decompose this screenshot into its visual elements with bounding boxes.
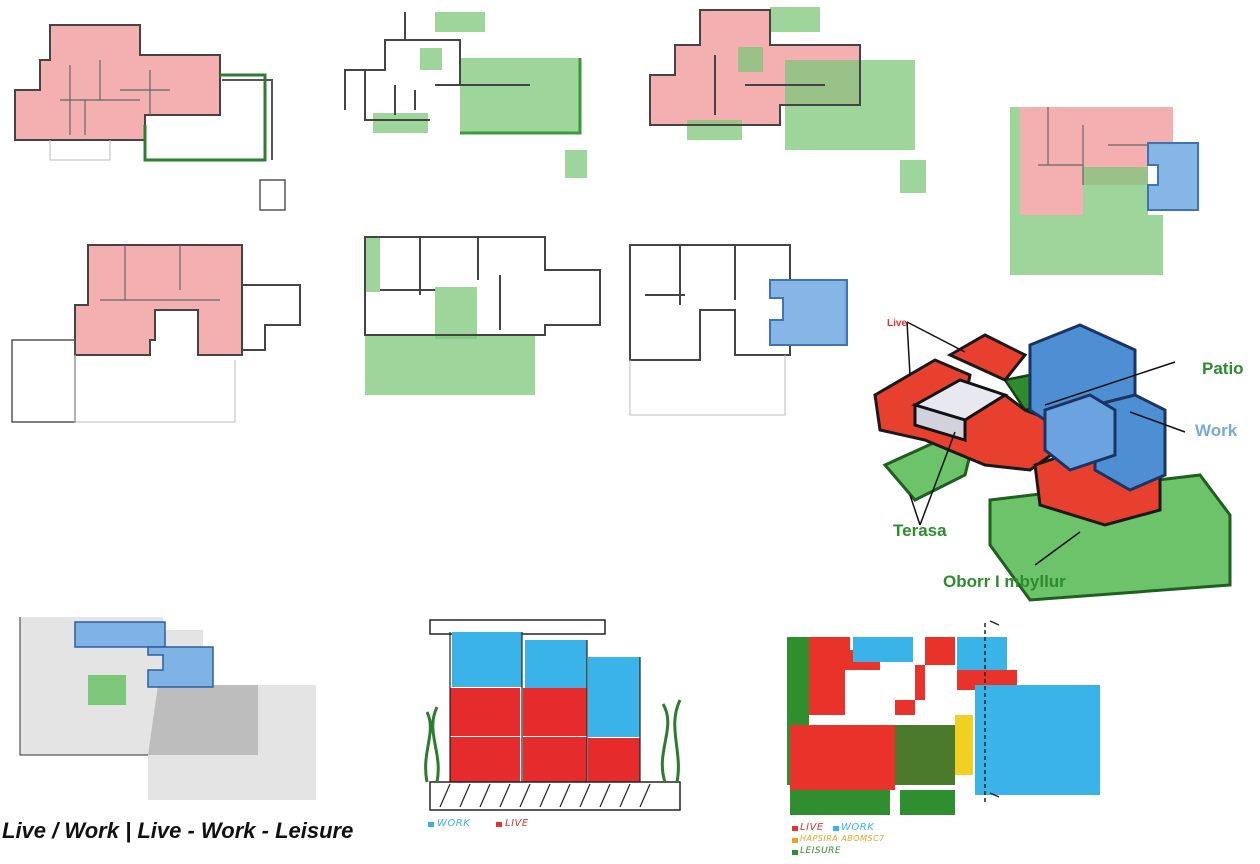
legend-plan-live: LIVE [800,822,824,833]
sketch-elevation: WORK LIVE [415,612,705,829]
axonometric-drawing [873,321,1232,602]
plan-gray [18,615,323,805]
plan-combined-1 [645,5,935,200]
legend-plan-work: WORK [841,822,875,833]
legend-plan-hapsira: HAPSIRA ABOMSC7 [800,834,885,843]
plan-leisure-1 [335,10,595,185]
label-oborr: Oborr I mbyllur [943,572,1066,591]
sketch-elevation-drawing [424,619,682,827]
sketch-plan: LIVE WORK HAPSIRA ABOMSC7 LEISURE [785,615,1125,864]
label-patio: Patio [1202,359,1244,378]
plan-live-1-drawing [14,24,286,211]
sketch-plan-drawing [787,620,1100,855]
plan-live-2-drawing [11,244,301,423]
label-live: Live [887,318,908,329]
plan-combined-1-drawing [649,7,926,193]
plan-gray-drawing [19,617,316,800]
plan-work-combined-drawing [1010,107,1199,275]
axonometric-diagram: Live Patio Work Terasa Oborr I mbyllur [865,300,1260,602]
plan-work-1 [625,240,855,420]
plan-leisure-2 [360,235,620,400]
label-work: Work [1195,421,1238,440]
legend-live: LIVE [505,818,529,829]
page-caption: Live / Work | Live - Work - Leisure [2,818,354,843]
plan-leisure-2-drawing [364,236,601,395]
legend-work: WORK [437,818,471,829]
plan-live-2 [10,240,310,425]
legend-plan-leisure: LEISURE [800,846,842,856]
plan-leisure-1-drawing [344,12,587,178]
plan-work-1-drawing [629,244,848,416]
plan-live-1 [10,20,286,215]
plan-work-combined [1008,105,1203,280]
label-terasa: Terasa [893,521,947,540]
